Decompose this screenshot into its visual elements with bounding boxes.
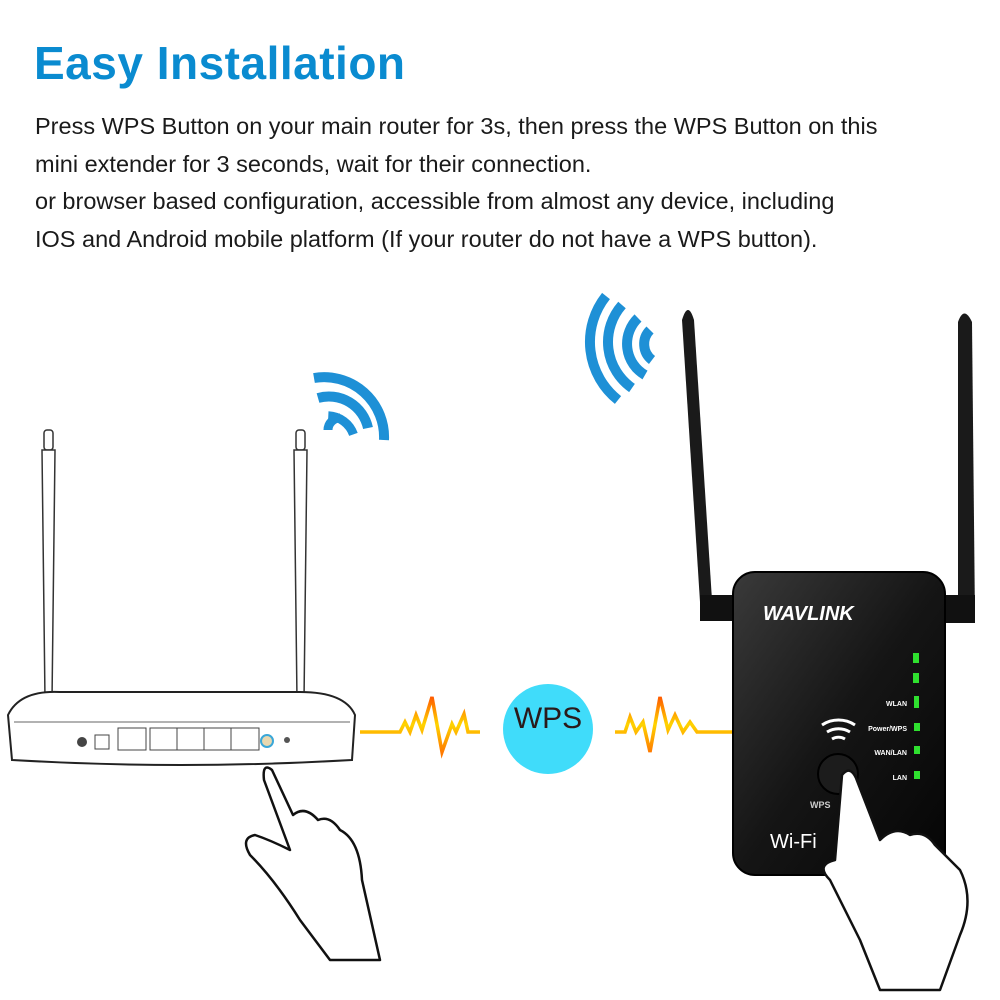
page-title: Easy Installation — [34, 37, 406, 89]
description-line: or browser based configuration, accessib… — [35, 188, 835, 214]
router-reset-button — [284, 737, 290, 743]
wps-wifi-icon — [821, 718, 856, 741]
signal-pulse-right — [615, 696, 735, 753]
description-line: mini extender for 3 seconds, wait for th… — [35, 150, 592, 177]
wifi-logo: Wi-Fi — [770, 831, 817, 853]
wifi-extender — [682, 310, 975, 876]
router-power-jack — [77, 737, 87, 747]
hand-icon — [244, 766, 382, 962]
hand-icon — [822, 769, 969, 992]
led-label: WAN/LAN — [874, 750, 907, 757]
extender-leds — [913, 653, 920, 779]
wifi-signal-icon — [313, 372, 390, 441]
wifi-signal-icon — [584, 292, 656, 404]
description-line: Press WPS Button on your main router for… — [35, 113, 878, 139]
led-label: LAN — [893, 775, 907, 782]
signal-pulse-left — [360, 696, 480, 759]
router — [6, 429, 357, 766]
wps-badge-label: WPS — [513, 702, 583, 735]
router-wps-button — [260, 734, 274, 748]
description-line: IOS and Android mobile platform (If your… — [35, 225, 818, 252]
router-power-button — [94, 734, 110, 750]
wps-badge — [503, 684, 593, 774]
router-ports — [117, 727, 260, 751]
router-antenna-right — [293, 429, 308, 701]
extender-antenna-left — [682, 310, 740, 621]
extender-brand-logo: WAVLINK — [763, 603, 855, 625]
extender-antenna-right — [935, 313, 975, 623]
description: Press WPS Button on your main router for… — [35, 108, 995, 258]
led-label: Power/WPS — [868, 726, 907, 733]
extender-wps-label: WPS — [810, 800, 831, 810]
led-label: WLAN — [886, 701, 907, 708]
router-antenna-left — [41, 429, 56, 701]
